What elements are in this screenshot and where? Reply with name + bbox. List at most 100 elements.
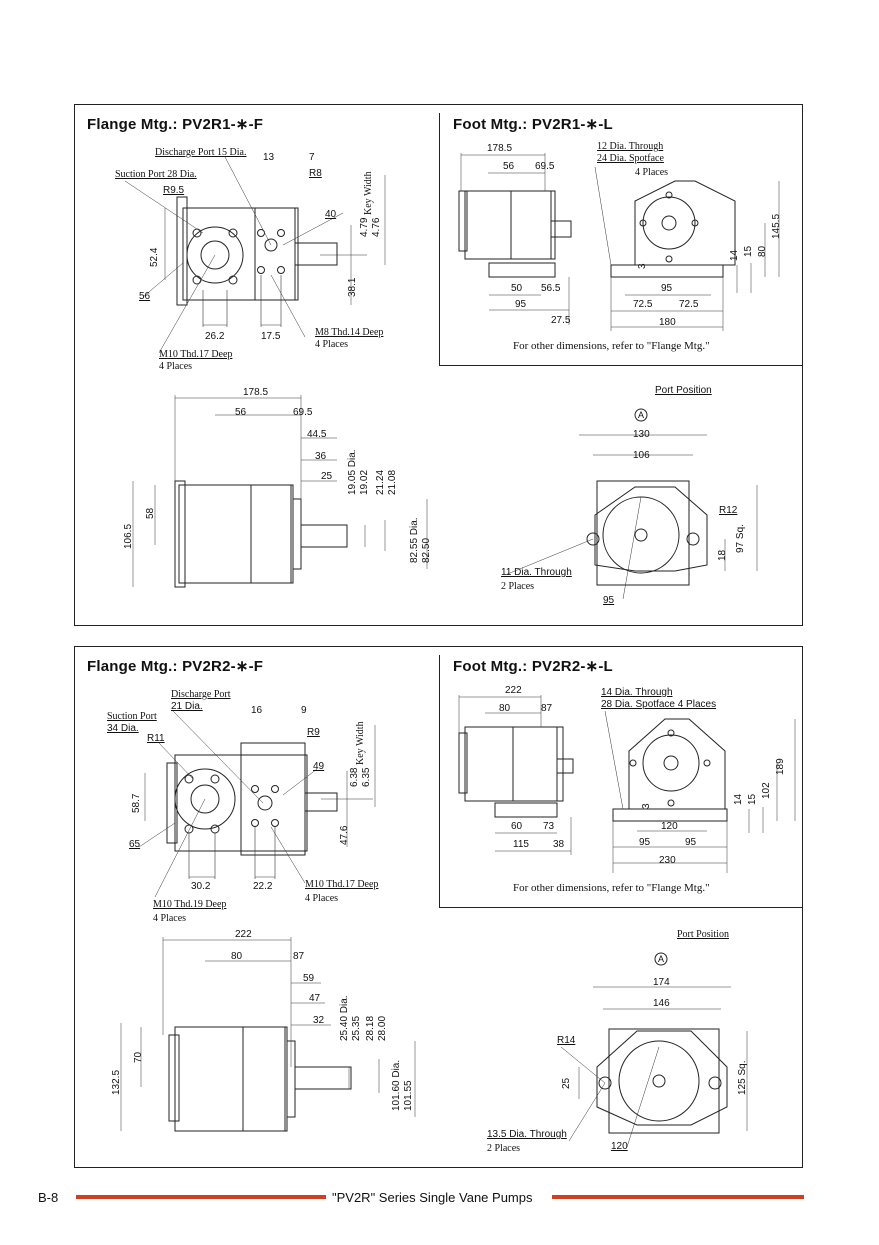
pv2r2-foot-d73: 73 bbox=[543, 821, 555, 832]
pv2r2-port-marker: A bbox=[658, 954, 665, 964]
pv2r1-d381-label: 38.1 bbox=[347, 277, 358, 297]
pv2r1-side-d2124: 21.24 bbox=[375, 469, 386, 495]
pv2r2-foot-d95a: 95 bbox=[639, 837, 651, 848]
pv2r2-side-d87: 87 bbox=[293, 951, 305, 962]
pv2r1-divider-horizontal bbox=[439, 365, 803, 366]
pv2r1-foot-d275: 27.5 bbox=[551, 315, 571, 326]
pv2r2-foot-through: 14 Dia. Through bbox=[601, 687, 673, 698]
pv2r1-port-places: 2 Places bbox=[501, 581, 535, 592]
pv2r2-side-d70: 70 bbox=[133, 1051, 144, 1063]
pv2r1-foot-through: 12 Dia. Through bbox=[597, 141, 664, 152]
pv2r1-foot-d1785: 178.5 bbox=[487, 143, 513, 154]
pv2r2-foot-front-view bbox=[604, 710, 796, 873]
pv2r2-suction-port-label: Suction Port bbox=[107, 711, 157, 722]
pv2r2-port-through: 13.5 Dia. Through bbox=[487, 1129, 567, 1140]
pv2r2-side-d47: 47 bbox=[309, 993, 321, 1004]
pv2r1-foot-d695: 69.5 bbox=[535, 161, 555, 172]
pv2r2-foot-d115: 115 bbox=[513, 839, 529, 850]
pv2r1-foot-title: Foot Mtg.: PV2R1-∗-L bbox=[453, 116, 613, 133]
pv2r1-port-r12: R12 bbox=[719, 505, 738, 516]
pv2r1-side-d25: 25 bbox=[321, 471, 333, 482]
pv2r2-foot-d189: 189 bbox=[775, 758, 786, 775]
pv2r2-flange-front-view bbox=[138, 710, 376, 898]
pv2r2-discharge-port-label: Discharge Port bbox=[171, 689, 231, 700]
pv2r2-m10-label: M10 Thd.17 Deep bbox=[305, 879, 379, 890]
pv2r2-foot-d38: 38 bbox=[553, 839, 565, 850]
footer-rule-left bbox=[76, 1195, 326, 1199]
pv2r1-d175-label: 17.5 bbox=[261, 331, 281, 342]
pv2r2-r11-label: R11 bbox=[147, 733, 165, 744]
pv2r2-k638-label: 6.38 bbox=[349, 767, 360, 787]
pv2r1-foot-d14: 14 bbox=[729, 249, 740, 261]
pv2r1-foot-spotface: 24 Dia. Spotface bbox=[597, 153, 664, 164]
pv2r1-foot-d725b: 72.5 bbox=[679, 299, 699, 310]
pv2r2-r9-label: R9 bbox=[307, 727, 320, 738]
pv2r1-d40-label: 40 bbox=[325, 209, 337, 220]
pv2r2-port-r14: R14 bbox=[557, 1035, 576, 1046]
pv2r2-foot-d95b: 95 bbox=[685, 837, 697, 848]
pv2r2-key-width-label: Key Width bbox=[355, 721, 366, 765]
pv2r1-discharge-port-label: Discharge Port 15 Dia. bbox=[155, 147, 247, 158]
pv2r1-d7-label: 7 bbox=[309, 152, 315, 163]
pv2r2-side-d59: 59 bbox=[303, 973, 315, 984]
pv2r1-foot-d80: 80 bbox=[757, 245, 768, 257]
pv2r2-foot-spotface: 28 Dia. Spotface 4 Places bbox=[601, 699, 717, 710]
pv2r1-m10-places: 4 Places bbox=[159, 361, 193, 372]
pv2r1-flange-title: Flange Mtg.: PV2R1-∗-F bbox=[87, 116, 264, 133]
pv2r1-foot-places: 4 Places bbox=[635, 167, 669, 178]
pv2r1-side-view bbox=[132, 395, 428, 588]
pv2r2-foot-d3: 3 bbox=[641, 803, 652, 809]
pv2r2-divider-horizontal bbox=[439, 907, 803, 908]
pv2r1-d13-label: 13 bbox=[263, 152, 275, 163]
pv2r1-d262-label: 26.2 bbox=[205, 331, 225, 342]
pv2r2-d49-label: 49 bbox=[313, 761, 325, 772]
pv2r1-foot-d180: 180 bbox=[659, 317, 676, 328]
pv2r2-foot-d120: 120 bbox=[661, 821, 678, 832]
pv2r1-k479-label: 4.79 bbox=[359, 217, 370, 237]
footer-rule-right bbox=[552, 1195, 804, 1199]
pv2r2-foot-d102: 102 bbox=[761, 782, 772, 799]
pv2r2-port-position: Port Position bbox=[677, 929, 729, 940]
pv2r2-foot-d80: 80 bbox=[499, 703, 511, 714]
pv2r1-flange-front-view bbox=[124, 156, 386, 354]
pv2r2-foot-d60: 60 bbox=[511, 821, 523, 832]
pv2r1-side-d8255: 82.55 Dia. bbox=[409, 517, 420, 563]
pv2r1-port-d95: 95 bbox=[603, 595, 615, 606]
pv2r2-side-d32: 32 bbox=[313, 1015, 325, 1026]
pv2r1-port-view bbox=[504, 408, 758, 600]
pv2r1-side-d1065: 106.5 bbox=[123, 523, 134, 549]
pv2r1-d56-label: 56 bbox=[139, 291, 151, 302]
pv2r1-side-d695: 69.5 bbox=[293, 407, 313, 418]
pv2r1-side-d58: 58 bbox=[145, 507, 156, 519]
pv2r2-m10b-label: M10 Thd.19 Deep bbox=[153, 899, 227, 910]
pv2r2-d222-label: 22.2 bbox=[253, 881, 273, 892]
pv2r2-side-d2535: 25.35 bbox=[351, 1015, 362, 1041]
pv2r1-refer-note: For other dimensions, refer to "Flange M… bbox=[513, 340, 710, 352]
pv2r1-side-d2108: 21.08 bbox=[387, 469, 398, 495]
pv2r2-side-d1325: 132.5 bbox=[111, 1069, 122, 1095]
pv2r1-port-marker: A bbox=[638, 410, 645, 420]
pv2r1-side-d1902: 19.02 bbox=[359, 469, 370, 495]
pv2r1-foot-side-view bbox=[458, 153, 572, 325]
pv2r2-suction-dia-label: 34 Dia. bbox=[107, 723, 139, 734]
pv2r2-side-d10160: 101.60 Dia. bbox=[391, 1059, 402, 1111]
pv2r1-foot-front-d95: 95 bbox=[661, 283, 673, 294]
pv2r2-flange-title: Flange Mtg.: PV2R2-∗-F bbox=[87, 658, 264, 675]
pv2r1-foot-d725a: 72.5 bbox=[633, 299, 653, 310]
pv2r1-port-d18: 18 bbox=[717, 549, 728, 561]
pv2r1-r8-label: R8 bbox=[309, 168, 322, 179]
pv2r1-side-d8250: 82.50 bbox=[421, 537, 432, 563]
pv2r2-drawing bbox=[120, 695, 796, 1148]
pv2r2-side-view bbox=[120, 937, 416, 1132]
pv2r2-port-places: 2 Places bbox=[487, 1143, 521, 1154]
pv2r1-divider-vertical bbox=[439, 113, 440, 365]
pv2r1-port-d106: 106 bbox=[633, 450, 650, 461]
pv2r2-foot-d87: 87 bbox=[541, 703, 553, 714]
pv2r1-foot-d1455: 145.5 bbox=[771, 213, 782, 239]
pv2r2-foot-d222: 222 bbox=[505, 685, 522, 696]
pv2r2-m10b-places: 4 Places bbox=[153, 913, 187, 924]
pv2r1-k476-label: 4.76 bbox=[371, 217, 382, 237]
pv2r1-foot-front-view bbox=[594, 166, 780, 331]
pv2r1-m8-label: M8 Thd.14 Deep bbox=[315, 327, 384, 338]
pv2r1-d524-label: 52.4 bbox=[149, 247, 160, 267]
